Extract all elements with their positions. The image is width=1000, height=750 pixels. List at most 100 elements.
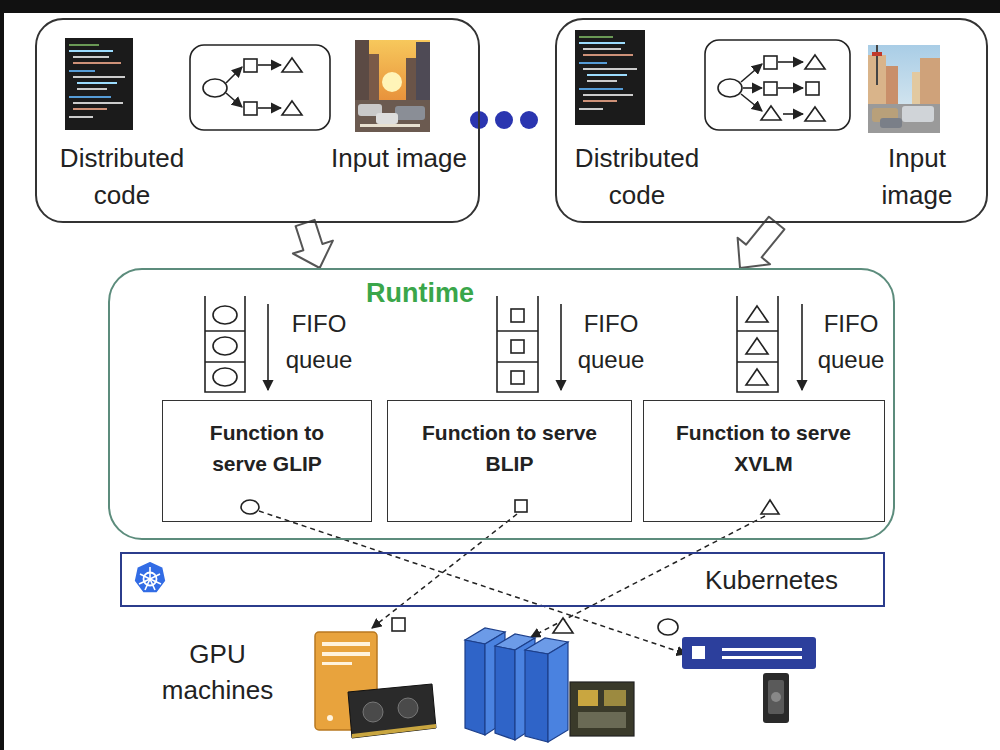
kubernetes-icon-part bbox=[139, 567, 161, 590]
kubernetes-icon-part-part bbox=[149, 567, 151, 579]
code-thumbnail bbox=[65, 38, 133, 130]
fifo-queue-part bbox=[205, 296, 245, 392]
gpu-cluster-part bbox=[604, 690, 626, 706]
kubernetes-bar: Kubernetes bbox=[120, 552, 885, 607]
gpu-server-part bbox=[722, 648, 802, 651]
machines-label: GPU machines bbox=[155, 636, 280, 708]
code-thumbnail-part bbox=[73, 56, 109, 58]
fifo-queue-part bbox=[737, 330, 778, 332]
street-photo-part bbox=[872, 52, 882, 56]
workflow-graph-part bbox=[718, 79, 742, 97]
code-thumbnail-part bbox=[583, 68, 637, 70]
queue-label: FIFO queue bbox=[810, 306, 892, 378]
workflow-graph-part bbox=[244, 102, 257, 115]
code-thumbnail-part bbox=[579, 42, 625, 44]
runtime-box: RuntimeFunction to serve GLIPFunction to… bbox=[108, 268, 895, 540]
ellipsis-dots bbox=[470, 111, 538, 129]
node-text: Input image bbox=[852, 140, 982, 214]
gpu-tower-part bbox=[322, 662, 352, 665]
workflow-graph-part bbox=[244, 59, 257, 72]
gpu-server-part bbox=[763, 673, 789, 723]
hollow-arrow bbox=[738, 217, 785, 268]
street-photo-part bbox=[355, 100, 430, 132]
fifo-queue-part bbox=[746, 369, 768, 385]
workflow-graph-part bbox=[226, 93, 242, 107]
fifo-queue bbox=[737, 296, 802, 392]
fifo-queue-part bbox=[213, 337, 237, 355]
fifo-queue bbox=[497, 296, 561, 392]
node-text: Function to serve XVLM bbox=[651, 417, 876, 479]
gpu-cluster-part bbox=[578, 690, 598, 706]
kubernetes-icon-part-part bbox=[150, 574, 160, 579]
workflow-graph-part bbox=[258, 64, 281, 66]
kubernetes-icon bbox=[134, 561, 166, 593]
code-thumbnail-part bbox=[69, 50, 113, 52]
code-thumbnail-part bbox=[73, 62, 121, 64]
workflow-graph bbox=[705, 40, 850, 130]
node-text: Function to serve BLIP bbox=[397, 417, 622, 479]
fifo-queue-part bbox=[737, 296, 778, 392]
street-photo-part bbox=[369, 54, 379, 102]
input-group-box: Distributed codeInput image bbox=[35, 18, 480, 223]
code-thumbnail-part bbox=[77, 88, 107, 90]
gpu-cluster-part bbox=[578, 712, 626, 728]
gpu-server-part bbox=[768, 680, 784, 714]
workflow-graph-part bbox=[226, 67, 242, 83]
code-thumbnail-part bbox=[69, 96, 111, 98]
workflow-graph-part bbox=[805, 107, 825, 121]
deployment-line-part bbox=[372, 514, 517, 628]
gpu-tower-part bbox=[363, 702, 383, 722]
workflow-graph-part bbox=[190, 45, 330, 130]
fifo-queue-part bbox=[511, 309, 524, 322]
fifo-queue-part bbox=[511, 340, 524, 353]
node-text: Function to serve GLIP bbox=[187, 417, 347, 479]
kubernetes-icon-part-part bbox=[139, 579, 150, 584]
workflow-graph-part bbox=[778, 61, 803, 63]
street-photo-part bbox=[876, 45, 878, 85]
fifo-queue-part bbox=[267, 304, 269, 390]
code-thumbnail-part bbox=[587, 74, 627, 76]
street-photo-part bbox=[868, 104, 940, 133]
fifo-queue-part bbox=[801, 304, 803, 390]
fifo-queue-part bbox=[746, 306, 768, 322]
input-group-box: Distributed code Input image bbox=[555, 18, 988, 223]
code-thumbnail-part bbox=[73, 108, 107, 110]
workflow-graph bbox=[190, 45, 330, 130]
node-text: Distributed code bbox=[557, 140, 717, 214]
street-photo-part bbox=[406, 58, 416, 102]
street-photo-part bbox=[355, 40, 430, 132]
code-thumbnail-part bbox=[69, 44, 99, 46]
gpu-tower-part bbox=[322, 652, 370, 656]
gpu-tower-part bbox=[327, 715, 333, 721]
function-symbol-part bbox=[515, 500, 527, 512]
street-photo-part bbox=[360, 124, 420, 127]
kubernetes-icon-part-part bbox=[140, 574, 150, 579]
deployment-symbol bbox=[392, 618, 678, 635]
workflow-graph-part bbox=[761, 106, 781, 120]
gpu-cluster-part bbox=[548, 642, 568, 742]
workflow-graph-part bbox=[764, 82, 777, 95]
fifo-queue-part bbox=[497, 330, 538, 332]
workflow-graph-part bbox=[741, 64, 762, 82]
workflow-graph-part bbox=[764, 56, 777, 69]
code-thumbnail-part bbox=[587, 80, 617, 82]
function-box: Function to serve GLIP bbox=[162, 400, 372, 522]
workflow-graph-part bbox=[203, 79, 227, 97]
gpu-server-part bbox=[682, 637, 816, 669]
fifo-queue-part bbox=[213, 368, 237, 386]
gpu-cluster-part bbox=[465, 640, 485, 735]
fifo-queue-part bbox=[511, 371, 524, 384]
code-thumbnail-part bbox=[73, 76, 125, 78]
workflow-graph-part bbox=[705, 40, 850, 130]
code-thumbnail-part bbox=[583, 94, 633, 96]
code-thumbnail-part bbox=[579, 36, 613, 38]
code-thumbnail-part bbox=[583, 100, 617, 102]
street-photo-part bbox=[416, 42, 430, 102]
fifo-queue bbox=[205, 296, 268, 392]
street-photo-part bbox=[376, 113, 398, 124]
function-symbol-part bbox=[241, 500, 259, 514]
function-box: Function to serve BLIP bbox=[387, 400, 632, 522]
